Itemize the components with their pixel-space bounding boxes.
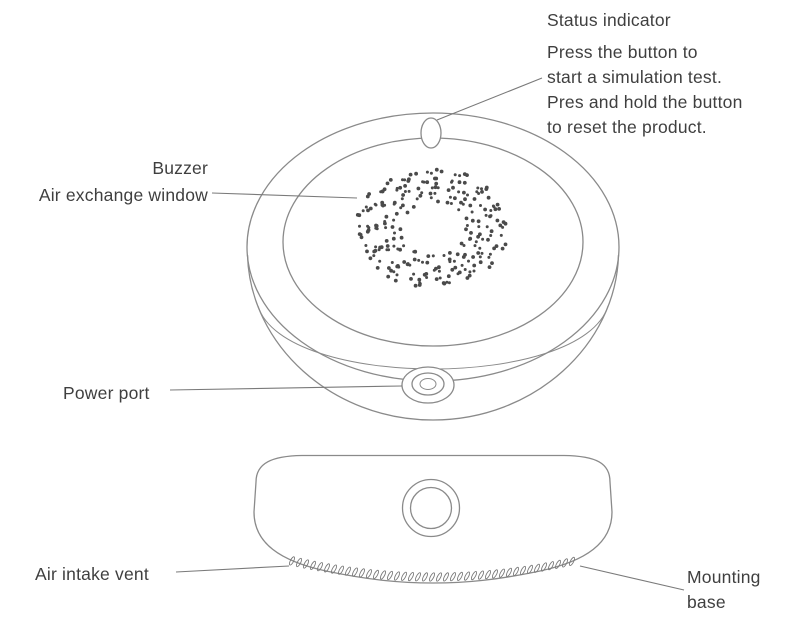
air-intake-vent-hatch (288, 556, 576, 582)
power-port-leader (169, 385, 403, 391)
power-port-inner (419, 378, 437, 390)
power-port-mid (411, 372, 445, 396)
air-intake-leader (175, 565, 290, 573)
air-exchange-window-label: Air exchange window (38, 185, 208, 205)
speaker-dot-pattern (355, 167, 508, 288)
mounting-base-line-1: Mounting (687, 567, 761, 587)
device-body-seam (257, 305, 609, 370)
mounting-base-inner-circle (409, 486, 453, 530)
instruction-line-3: Pres and hold the button (547, 92, 743, 112)
mounting-base-label: Mounting base (687, 565, 761, 615)
instruction-line-1: Press the button to (547, 42, 698, 62)
device-body-silhouette (246, 254, 620, 421)
power-port (401, 366, 455, 404)
air-intake-vent-label: Air intake vent (35, 564, 149, 584)
button-instructions: Press the button to start a simulation t… (547, 40, 743, 140)
air-exchange-leader (211, 192, 358, 199)
instruction-line-2: start a simulation test. (547, 67, 723, 87)
mounting-base-outer-circle (401, 478, 461, 538)
test-button (420, 117, 442, 149)
instruction-line-4: to reset the product. (547, 117, 707, 137)
power-port-label: Power port (63, 383, 150, 403)
status-indicator-leader (436, 77, 543, 121)
device-inner-ring (282, 137, 584, 347)
status-indicator-label: Status indicator (547, 10, 671, 30)
buzzer-label: Buzzer (152, 158, 208, 178)
leader-lines (169, 77, 685, 591)
mounting-base-leader (579, 565, 685, 591)
device-top-face (246, 112, 620, 382)
mounting-base-line-2: base (687, 592, 726, 612)
